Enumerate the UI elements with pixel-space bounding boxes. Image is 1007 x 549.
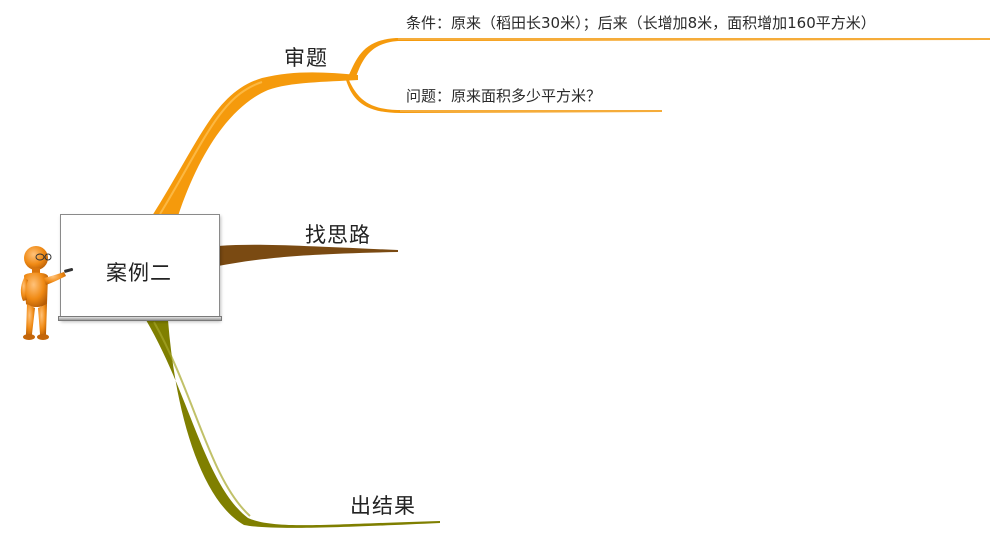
leaf-label-conditions[interactable]: 条件：原来（稻田长30米）；后来（长增加8米，面积增加160平方米）: [406, 14, 876, 32]
board-rail: [58, 316, 222, 321]
leaf-connector-question: [346, 78, 662, 113]
branch-highlight-review: [159, 81, 263, 215]
root-topic-board[interactable]: [60, 214, 220, 320]
leaf-label-question[interactable]: 问题：原来面积多少平方米？: [406, 87, 602, 105]
branch-label-review[interactable]: 审题: [284, 46, 328, 70]
branch-connector-review: [152, 72, 358, 217]
branch-connector-approach: [218, 244, 398, 266]
branch-label-approach[interactable]: 找思路: [305, 223, 371, 247]
leaf-connector-conditions: [348, 38, 990, 77]
root-topic-label: 案例二: [106, 261, 172, 285]
branch-label-result[interactable]: 出结果: [350, 494, 416, 518]
presenter-figure-icon: [20, 246, 74, 340]
branch-highlight-result: [153, 321, 251, 517]
